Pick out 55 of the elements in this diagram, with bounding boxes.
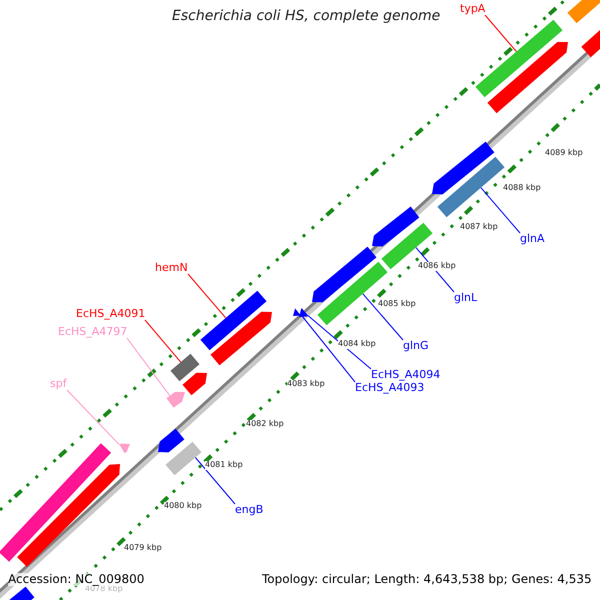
scale-label: 4082 kbp xyxy=(246,420,284,429)
gene-feature-bar xyxy=(119,444,130,454)
gene-feature-bar xyxy=(158,428,184,452)
gene-label: typA xyxy=(460,3,486,16)
gene-feature-bar xyxy=(166,442,202,476)
gene-feature-bar xyxy=(372,206,420,246)
map-title: Escherichia coli HS, complete genome xyxy=(172,9,440,24)
leader-line xyxy=(362,293,404,340)
gene-label: spf xyxy=(50,378,67,390)
scale-label: 4086 kbp xyxy=(418,262,456,271)
gene-feature-bar xyxy=(0,443,112,562)
gene-feature-bar xyxy=(312,246,376,302)
gene-feature-bar xyxy=(200,290,267,350)
leader-line xyxy=(308,315,372,370)
leader-line xyxy=(66,390,120,446)
gene-label: EcHS_A4093 xyxy=(355,382,424,394)
footer-text: Accession: NC_009800 xyxy=(8,573,144,586)
gene-label: EcHS_A4091 xyxy=(76,308,146,320)
leader-line xyxy=(126,338,170,396)
gene-label: EcHS_A4094 xyxy=(371,369,440,382)
scale-label: 4080 kbp xyxy=(164,502,202,511)
scale-label: 4081 kbp xyxy=(205,461,243,470)
leader-line xyxy=(144,320,182,363)
scale-label: 4085 kbp xyxy=(378,300,416,309)
gene-label: hemN xyxy=(155,262,188,274)
gene-feature-bar xyxy=(567,0,600,24)
scale-label: 4078 kbp xyxy=(85,585,123,594)
leader-line xyxy=(301,315,356,382)
gene-feature-bar xyxy=(17,464,120,567)
scale-label: 4083 kbp xyxy=(287,380,325,389)
gene-label: glnL xyxy=(454,292,478,304)
footer-text: Topology: circular; Length: 4,643,538 bp; Genes: 4,535 xyxy=(262,573,592,586)
gene-label: engB xyxy=(235,504,264,516)
leader-line xyxy=(484,14,517,52)
gene-feature-bar xyxy=(437,156,505,218)
gene-feature-bar xyxy=(166,392,185,408)
gene-feature-bar xyxy=(170,354,200,382)
gene-feature-bar xyxy=(299,308,308,317)
gene-feature-bar xyxy=(487,42,568,114)
leader-line xyxy=(194,457,236,504)
gene-feature-bar xyxy=(581,28,600,58)
leader-line xyxy=(480,187,520,234)
gene-label: EcHS_A4797 xyxy=(58,326,128,338)
scale-label: 4089 kbp xyxy=(545,149,583,158)
gene-feature-bar xyxy=(293,308,302,316)
gene-feature-bar xyxy=(432,142,494,194)
scale-label: 4088 kbp xyxy=(503,184,541,193)
gene-feature-bar xyxy=(182,372,207,396)
scale-label: 4079 kbp xyxy=(124,544,162,553)
leader-line xyxy=(188,274,226,318)
gene-feature-bar xyxy=(475,20,563,98)
gene-label: glnA xyxy=(520,233,545,246)
gene-label: glnG xyxy=(403,340,429,352)
gene-feature-bar xyxy=(210,312,272,366)
scale-label: 4084 kbp xyxy=(338,340,376,349)
